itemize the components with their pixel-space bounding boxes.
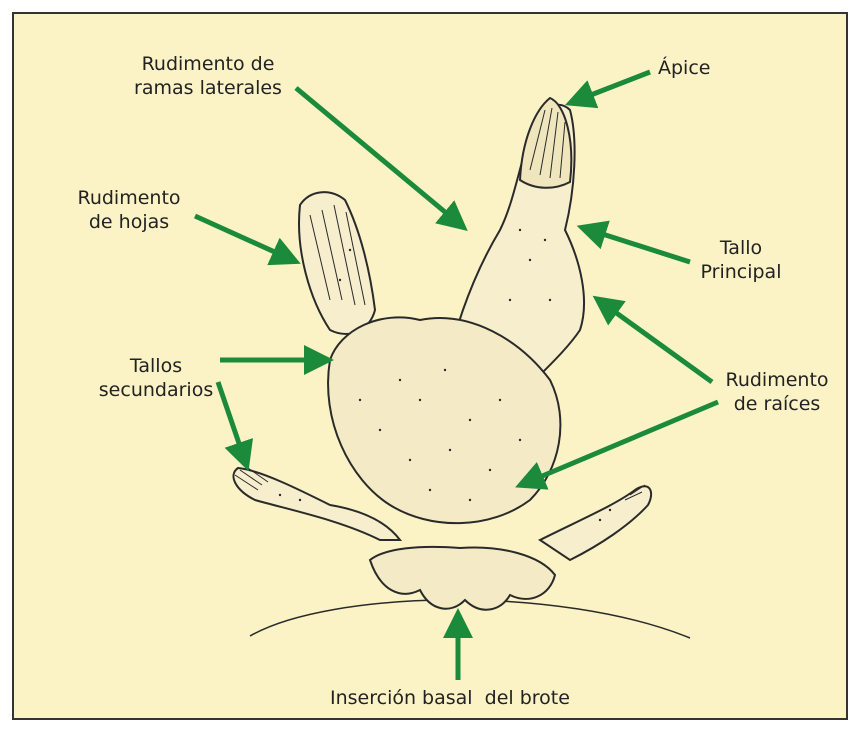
label-line: Rudimento [64,186,194,210]
label-line: Tallos [86,354,226,378]
label-rudimento-ramas: Rudimento de ramas laterales [118,52,298,100]
label-line: secundarios [86,378,226,402]
arrow-hojas [195,216,288,258]
label-line: de hojas [64,210,194,234]
arrow-raices-2 [528,402,718,482]
label-line: Principal [686,260,796,284]
label-line: Tallo [686,236,796,260]
arrow-ramas-laterales [296,88,457,222]
label-insercion: Inserción basal del brote [330,686,570,710]
label-line: ramas laterales [118,76,298,100]
label-rudimento-hojas: Rudimento de hojas [64,186,194,234]
arrow-tallo-principal [590,230,690,262]
label-line: Rudimento [712,368,842,392]
arrow-apice [578,72,650,100]
label-tallos-secundarios: Tallos secundarios [86,354,226,402]
label-line: Rudimento de [118,52,298,76]
label-line: de raíces [712,392,842,416]
label-tallo-principal: Tallo Principal [686,236,796,284]
label-rudimento-raices: Rudimento de raíces [712,368,842,416]
label-apice: Ápice [658,56,710,80]
arrow-raices-1 [604,304,712,382]
